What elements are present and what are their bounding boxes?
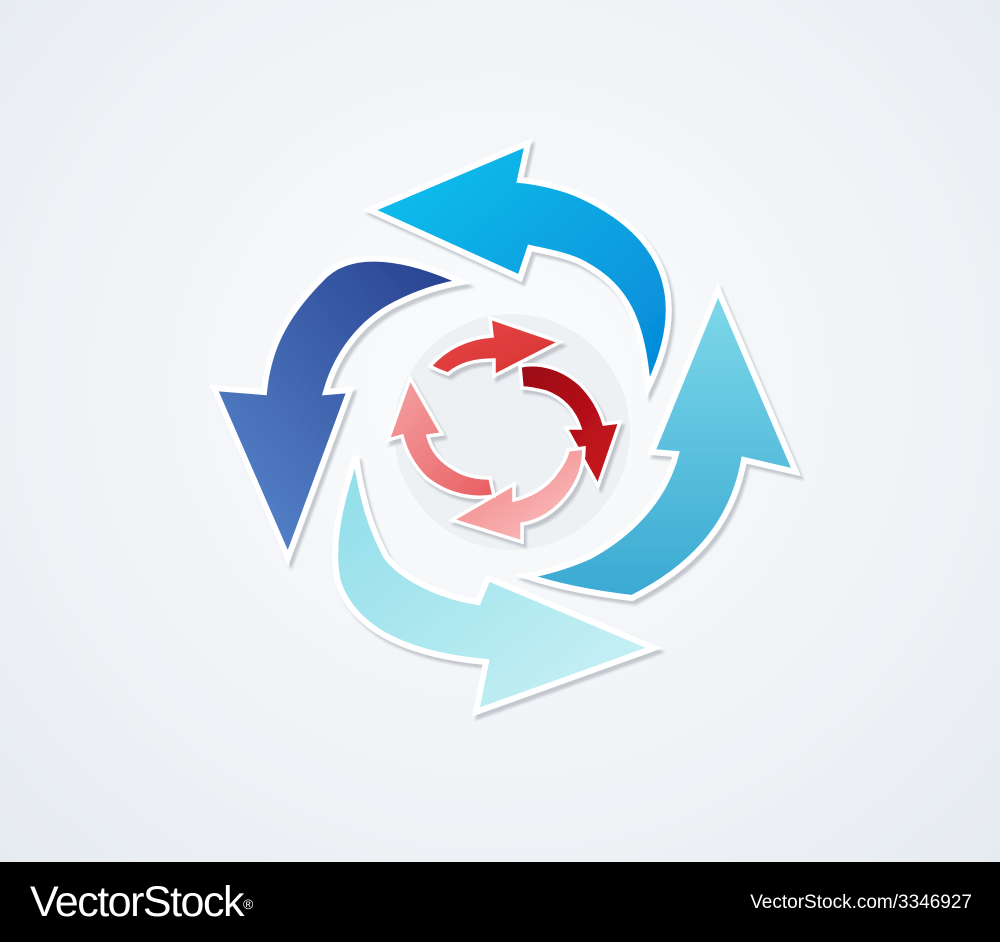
inner-arrow-bottom: [447, 446, 586, 545]
inner-arrow-right: [518, 363, 623, 491]
outer-arrow-top: [362, 137, 672, 399]
outer-arrow-bottom: [332, 455, 663, 717]
image-url: VectorStock.com/3346927: [750, 892, 972, 913]
cycle-arrows-icon: [209, 137, 802, 717]
outer-arrow-right: [514, 282, 802, 602]
registered-mark: ®: [242, 896, 254, 912]
watermark-footer: VectorStock® VectorStock.com/3346927: [0, 862, 1000, 942]
artwork-canvas: [0, 0, 1000, 862]
brand-logo: VectorStock®: [30, 876, 253, 928]
inner-arrow-top: [427, 315, 565, 379]
inner-arrow-left: [385, 373, 497, 499]
outer-arrow-left: [209, 255, 472, 567]
brand-name: VectorStock: [30, 878, 244, 926]
